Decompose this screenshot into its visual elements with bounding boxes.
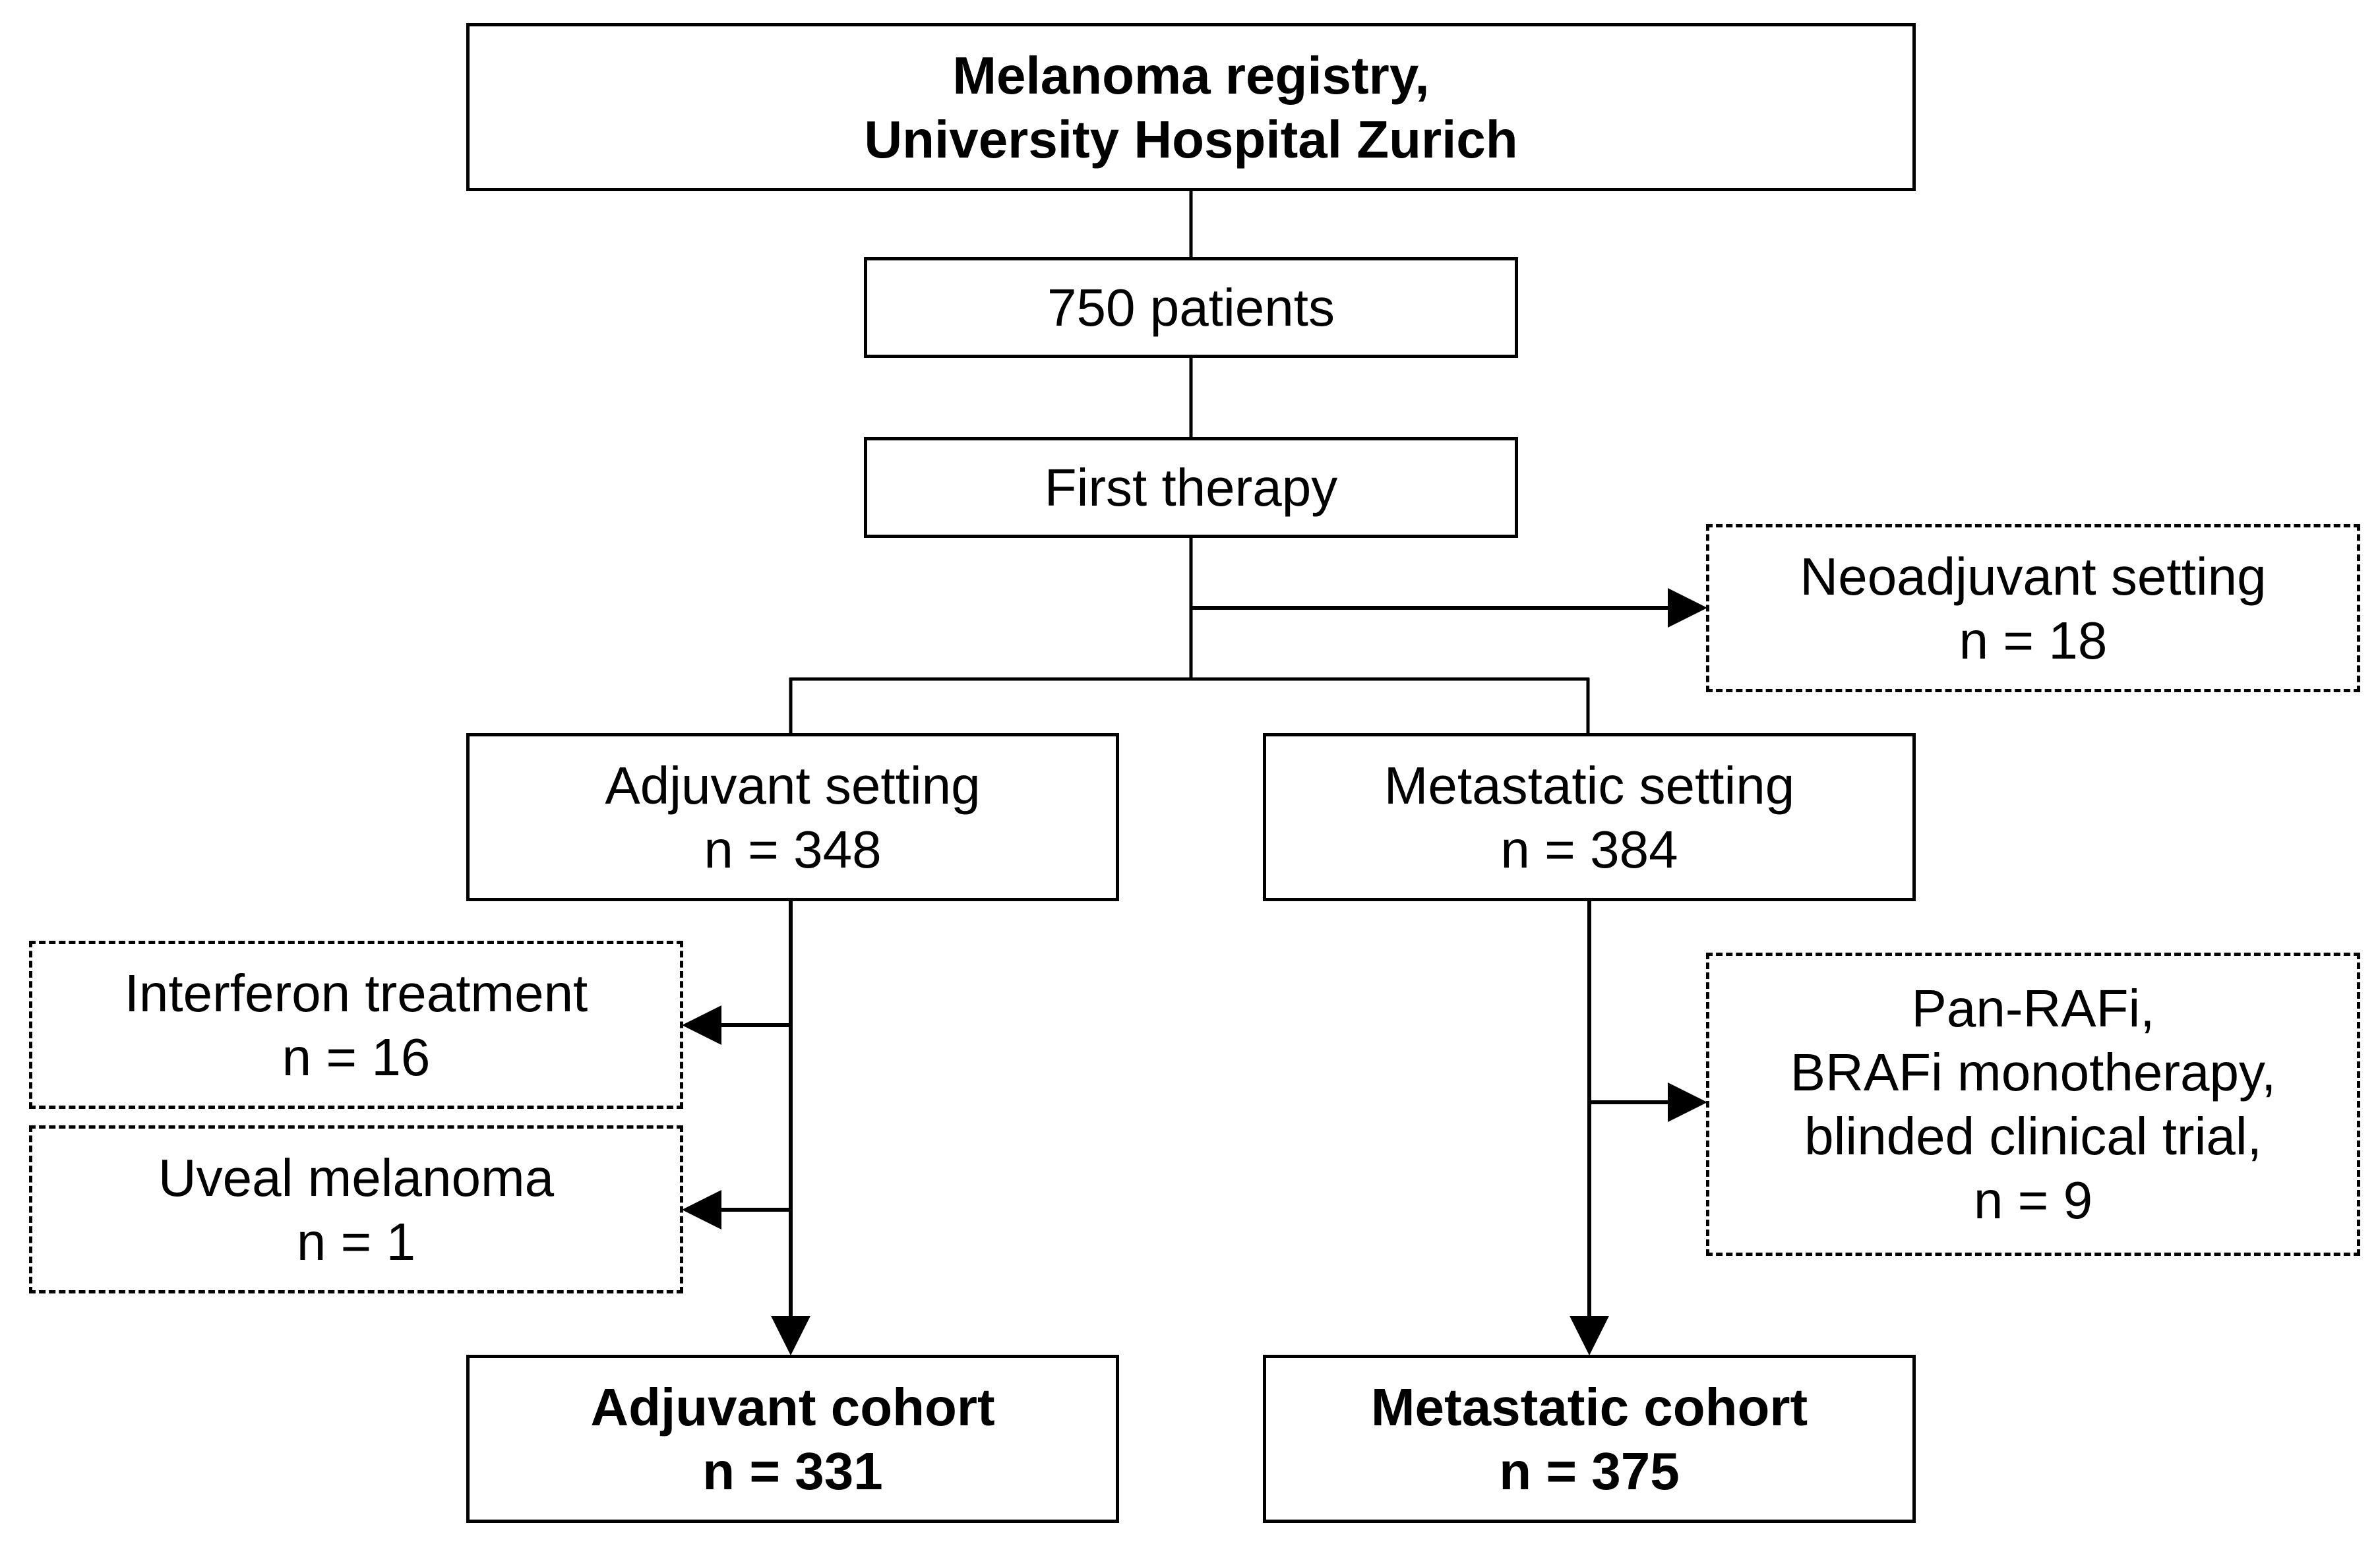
- box-adjuvant-setting: Adjuvant setting n = 348: [466, 733, 1119, 901]
- box-patients: 750 patients: [864, 257, 1518, 358]
- interferon-label: Interferon treatment: [124, 963, 588, 1023]
- box-metastatic-cohort: Metastatic cohort n = 375: [1263, 1355, 1916, 1523]
- box-interferon: Interferon treatment n = 16: [29, 941, 683, 1109]
- box-metastatic-setting: Metastatic setting n = 384: [1263, 733, 1916, 901]
- adjuvant-setting-count: n = 348: [704, 819, 882, 879]
- box-registry: Melanoma registry, University Hospital Z…: [466, 23, 1916, 191]
- raf-line-3: blinded clinical trial,: [1804, 1107, 2262, 1166]
- neoadjuvant-count: n = 18: [1959, 610, 2108, 670]
- registry-line-1: Melanoma registry,: [952, 45, 1430, 105]
- box-uveal: Uveal melanoma n = 1: [29, 1125, 683, 1293]
- box-neoadjuvant: Neoadjuvant setting n = 18: [1706, 524, 2360, 692]
- uveal-count: n = 1: [296, 1212, 416, 1271]
- box-raf-exclusion: Pan-RAFi, BRAFi monotherapy, blinded cli…: [1706, 953, 2360, 1256]
- raf-line-2: BRAFi monotherapy,: [1790, 1043, 2276, 1102]
- raf-line-1: Pan-RAFi,: [1911, 979, 2155, 1038]
- metastatic-cohort-label: Metastatic cohort: [1370, 1377, 1808, 1437]
- metastatic-cohort-count: n = 375: [1499, 1441, 1680, 1500]
- adjuvant-cohort-count: n = 331: [702, 1441, 883, 1500]
- first-therapy-label: First therapy: [1044, 458, 1338, 517]
- metastatic-setting-count: n = 384: [1500, 819, 1678, 879]
- neoadjuvant-label: Neoadjuvant setting: [1800, 547, 2267, 606]
- registry-line-2: University Hospital Zurich: [864, 109, 1518, 169]
- patients-label: 750 patients: [1047, 278, 1335, 337]
- adjuvant-setting-label: Adjuvant setting: [605, 756, 981, 815]
- uveal-label: Uveal melanoma: [158, 1148, 555, 1207]
- adjuvant-cohort-label: Adjuvant cohort: [590, 1377, 995, 1437]
- interferon-count: n = 16: [282, 1027, 431, 1086]
- metastatic-setting-label: Metastatic setting: [1384, 756, 1795, 815]
- raf-count: n = 9: [1973, 1171, 2093, 1230]
- box-first-therapy: First therapy: [864, 437, 1518, 538]
- box-adjuvant-cohort: Adjuvant cohort n = 331: [466, 1355, 1119, 1523]
